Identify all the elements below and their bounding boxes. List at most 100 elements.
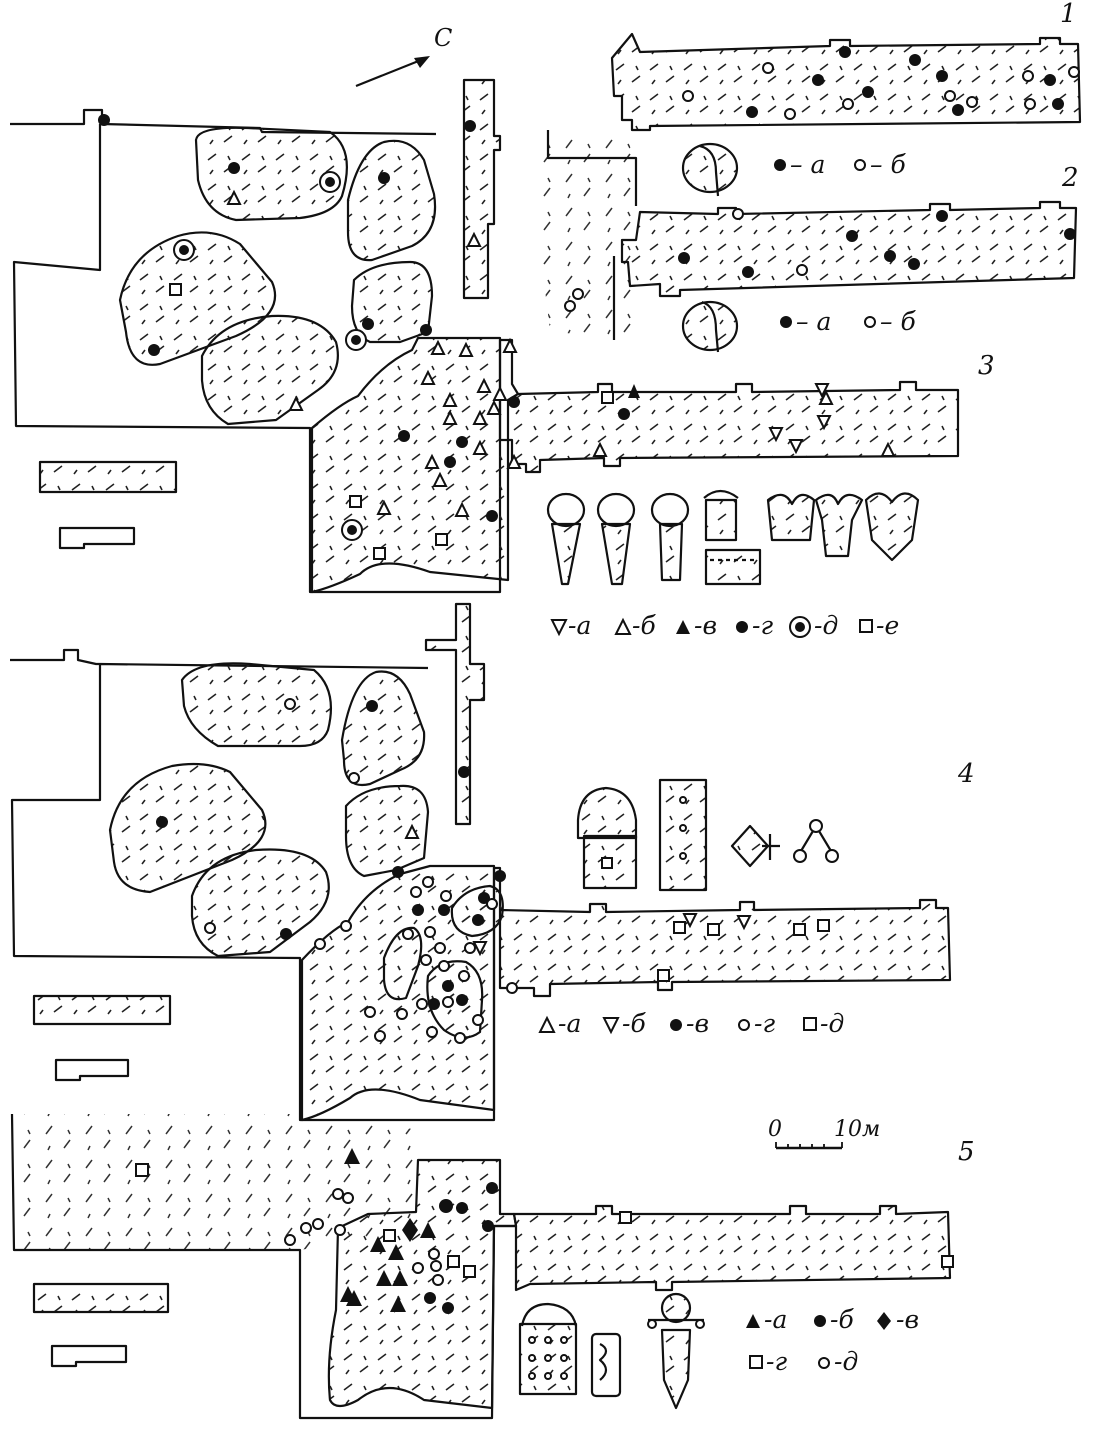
legend-label: -д (834, 1347, 858, 1376)
panel-5: 5 (10, 1113, 975, 1420)
buckle-plaque-artifact (518, 1302, 578, 1396)
stone-pit-c (346, 139, 437, 262)
heart-plaque-artifact (766, 493, 816, 542)
fibula-artifact (647, 1292, 705, 1410)
legend-label: -а (558, 1009, 581, 1038)
ringed-dot-icon (345, 329, 367, 351)
stone-pit-e (200, 314, 339, 426)
strap-plate-artifact (658, 778, 708, 892)
diamond-marker (402, 1218, 418, 1242)
legend-symbol-dot-open (854, 159, 866, 171)
find-markers-panel-2 (564, 208, 1076, 312)
foundation-outline-panel-4 (54, 1058, 130, 1082)
legend-symbol-dot-open (818, 1357, 830, 1369)
legend-label: – а (796, 307, 831, 336)
legend-symbol-dot-filled (814, 1315, 826, 1327)
foundation-outline-panel-5 (50, 1344, 128, 1368)
ringed-dot-icon (173, 239, 195, 261)
buckle-plaque-artifact (576, 786, 638, 890)
legend-label: -д (820, 1009, 844, 1038)
lozenge-artifact (730, 824, 780, 868)
plaque-artifact (703, 489, 762, 586)
legend-symbol-square-open (749, 1355, 763, 1369)
legend-label: – б (870, 150, 906, 179)
panel-4: 4 (10, 602, 975, 1122)
panel-number-2: 2 (1061, 163, 1079, 193)
legend-symbol-triangle-up-filled (676, 620, 690, 634)
arrowhead-icon (414, 56, 430, 68)
panel-number-4: 4 (957, 759, 975, 789)
palisade-strip (424, 602, 486, 826)
legend-symbol-dot-filled (736, 621, 748, 633)
trench-panel-4 (498, 898, 952, 998)
legend-symbol-dot-open (864, 316, 876, 328)
tripod-fitting-artifact (793, 819, 839, 863)
ringed-dot-icon (319, 171, 341, 193)
hatched-block-panel-5 (32, 1282, 170, 1314)
legend-panel-4: -а -б -в -г -д (538, 1009, 844, 1038)
legend-panel-5: -а -б -в -г -д (746, 1305, 919, 1376)
legend-label: -б (622, 1009, 646, 1038)
trench-panel-2 (620, 200, 1078, 298)
legend-symbol-triangle-up-open (538, 1015, 556, 1033)
belt-fittings-panel-3 (546, 489, 920, 586)
legend-label: -в (686, 1009, 709, 1038)
hatched-block-panel-4 (32, 994, 172, 1026)
legend-symbol-triangle-up-open (614, 617, 632, 635)
palisade-strip (462, 78, 502, 300)
legend-label: -а (764, 1305, 787, 1334)
legend-symbol-dot-filled (774, 159, 786, 171)
legend-symbol-triangle-down-open (602, 1017, 620, 1035)
trench-panel-3 (506, 380, 960, 474)
belt-fittings-panel-5 (518, 1292, 705, 1410)
panel-number-1: 1 (1060, 0, 1077, 29)
legend-label: -б (632, 611, 656, 640)
find-markers-panel-5 (135, 1148, 954, 1314)
scale-start-label: 0 (768, 1117, 782, 1142)
buckle-artifact-2 (681, 300, 739, 353)
legend-symbol-square-open (803, 1017, 817, 1031)
legend-label: -г (754, 1009, 775, 1038)
trench-panel-5 (512, 1204, 952, 1292)
strap-end-artifact (596, 492, 636, 586)
panel-1: 1 – а – б (610, 0, 1082, 197)
buckle-artifact-1 (681, 142, 739, 197)
site-outline-panel-4 (10, 648, 502, 1122)
belt-fittings-panel-4 (576, 778, 839, 892)
legend-label: -е (876, 611, 899, 640)
panel-number-3: 3 (978, 351, 995, 381)
legend-symbol-diamond-filled (877, 1312, 891, 1330)
legend-label: – б (880, 307, 916, 336)
legend-symbol-dot-open (738, 1019, 750, 1031)
strap-end-artifact (546, 492, 586, 586)
soil-outline-1-2 (546, 130, 638, 340)
central-yard-panel-5 (327, 1158, 518, 1410)
legend-label: -б (830, 1305, 854, 1334)
stone-pit-a (180, 662, 332, 748)
legend-panel-1: – а – б (774, 150, 906, 179)
legend-symbol-square-open (859, 619, 873, 633)
stone-pit-d (344, 784, 430, 878)
legend-symbol-dot-ringed (789, 616, 811, 638)
stone-pit-c (340, 670, 426, 787)
north-label: С (434, 24, 452, 52)
legend-label: -г (766, 1347, 787, 1376)
soil-area-panel-5 (14, 1114, 420, 1250)
inner-pit (382, 926, 423, 1001)
legend-symbol-triangle-up-filled (746, 1314, 760, 1328)
scale-bar: 0 10м (768, 1117, 880, 1150)
legend-symbol-dot-filled (780, 316, 792, 328)
legend-label: – а (790, 150, 825, 179)
legend-label: -а (568, 611, 591, 640)
legend-label: -в (896, 1305, 919, 1334)
heart-plaque-artifact (864, 492, 920, 562)
legend-symbol-triangle-down-open (550, 619, 568, 637)
legend-panel-2: – а – б (780, 307, 916, 336)
panel-3: 3 (10, 78, 995, 640)
find-markers-panel-1 (682, 46, 1080, 120)
strap-end-artifact (650, 492, 690, 582)
legend-symbol-dot-filled (670, 1019, 682, 1031)
legend-label: -д (814, 611, 838, 640)
legend-label: -в (694, 611, 717, 640)
